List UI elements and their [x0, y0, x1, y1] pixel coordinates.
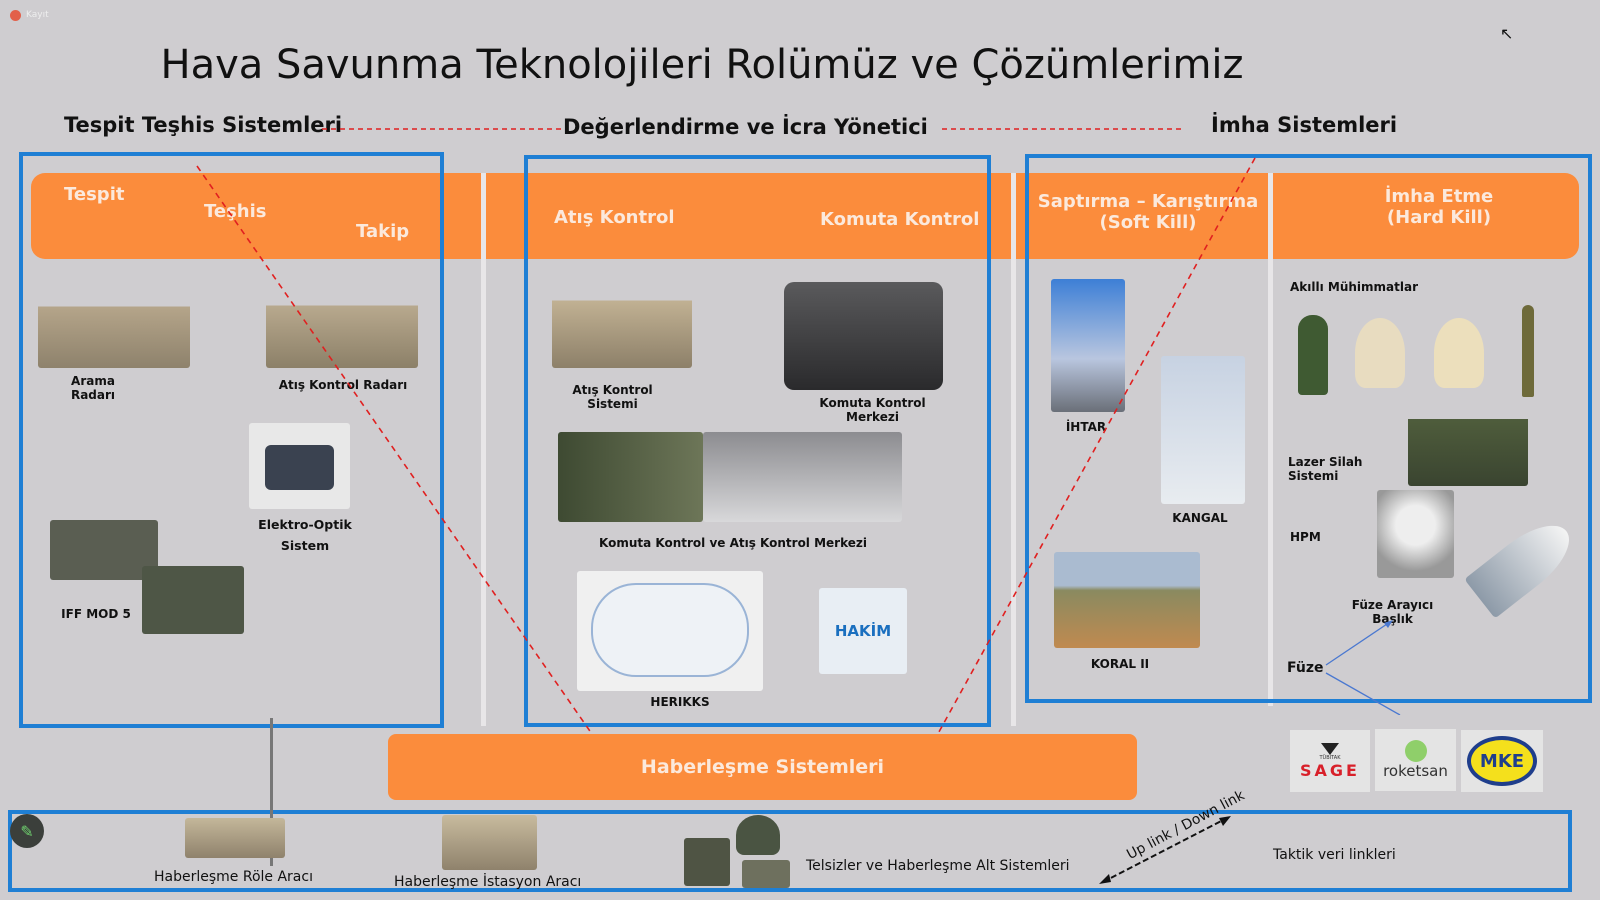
- mke-text: MKE: [1467, 736, 1537, 786]
- sage-emblem-icon: [1321, 742, 1339, 755]
- kangal-label: KANGAL: [1172, 511, 1228, 525]
- role-araci-label: Haberleşme Röle Aracı: [154, 869, 313, 885]
- band-hard-kill: İmha Etme(Hard Kill): [1274, 186, 1600, 228]
- akilli-muhimmatlar-label: Akıllı Mühimmatlar: [1290, 280, 1419, 294]
- atis-kontrol-radari-label: Atış Kontrol Radarı: [278, 378, 408, 392]
- kangal-image: [1161, 356, 1245, 504]
- antenna-mast: [270, 718, 273, 866]
- band-soft-kill: Saptırma – Karıştırma(Soft Kill): [1030, 191, 1266, 233]
- hpm-image: [1377, 490, 1454, 578]
- munition-image: [1522, 305, 1534, 397]
- atis-kontrol-sistemi-image: [552, 278, 692, 368]
- band-soft-kill-line2: (Soft Kill): [1099, 212, 1197, 233]
- arama-radari-label: Arama Radarı: [70, 374, 116, 402]
- band-hard-kill-line1: İmha Etme: [1384, 186, 1494, 207]
- mouse-cursor-icon: ↖: [1500, 24, 1514, 43]
- comms-box: [8, 810, 1572, 892]
- band-soft-kill-line1: Saptırma – Karıştırma: [1037, 191, 1259, 212]
- section-destruction: İmha Sistemleri: [1211, 113, 1398, 137]
- munition-image: [1434, 318, 1484, 388]
- eo-line2: Sistem: [280, 538, 330, 553]
- ihtar-image: [1051, 279, 1125, 412]
- radio-handset-image: [742, 860, 790, 888]
- taktik-veri-label: Taktik veri linkleri: [1273, 847, 1396, 863]
- iff-device-image-2: [142, 566, 244, 634]
- sage-top-text: TÜBİTAK: [1319, 754, 1341, 761]
- command-box: [524, 155, 991, 727]
- munition-image: [1355, 318, 1405, 388]
- divider: [1268, 173, 1273, 706]
- mke-logo: MKE: [1461, 730, 1543, 792]
- band-teshis: Teşhis: [204, 201, 267, 222]
- band-atis-kontrol: Atış Kontrol: [554, 207, 675, 228]
- destruction-box: [1025, 154, 1592, 703]
- lazer-silah-image: [1408, 402, 1528, 486]
- istasyon-araci-image: [442, 815, 537, 870]
- herikks-label: HERIKKS: [650, 695, 710, 709]
- fuze-label: Füze: [1287, 660, 1324, 676]
- role-araci-image: [185, 818, 285, 858]
- uplink-arrow: [1099, 816, 1231, 884]
- telsiz-label: Telsizler ve Haberleşme Alt Sistemleri: [806, 858, 1070, 874]
- page-title: Hava Savunma Teknolojileri Rolümüz ve Çö…: [160, 42, 1244, 88]
- komuta-atis-center-image: [703, 432, 902, 522]
- komuta-kontrol-merkezi-image: [784, 282, 943, 390]
- sage-logo: TÜBİTAK SAGE: [1290, 730, 1370, 792]
- sage-text: SAGE: [1300, 760, 1360, 780]
- section-command: Değerlendirme ve İcra Yönetici: [563, 115, 928, 139]
- pen-tool-button[interactable]: ✎: [10, 814, 44, 848]
- category-band: [31, 173, 1579, 259]
- lazer-silah-label: Lazer Silah Sistemi: [1288, 455, 1363, 483]
- band-hard-kill-line2: (Hard Kill): [1386, 207, 1492, 228]
- herikks-image: [577, 571, 763, 691]
- atis-kontrol-radari-image: [266, 272, 418, 368]
- atis-kontrol-sistemi-label: Atış Kontrol Sistemi: [572, 383, 653, 411]
- divider: [481, 173, 486, 726]
- hakim-logo-text: HAKİM: [834, 622, 892, 640]
- helmet-image: [736, 815, 780, 855]
- arama-radari-image: [38, 280, 190, 368]
- ihtar-label: İHTAR: [1065, 420, 1107, 434]
- roketsan-globe-icon: [1404, 740, 1427, 762]
- roketsan-text: roketsan: [1383, 762, 1448, 780]
- hakim-logo: HAKİM: [819, 588, 907, 674]
- komuta-kontrol-merkezi-label: Komuta Kontrol Merkezi: [819, 396, 926, 424]
- band-takip: Takip: [356, 221, 410, 242]
- istasyon-araci-label: Haberleşme İstasyon Aracı: [394, 874, 582, 890]
- komuta-atis-truck-image: [558, 432, 703, 522]
- roketsan-logo: roketsan: [1375, 729, 1456, 791]
- koral-image: [1054, 552, 1200, 648]
- recording-label: Kayıt: [26, 10, 49, 20]
- band-tespit: Tespit: [64, 184, 125, 205]
- hpm-label: HPM: [1290, 530, 1321, 544]
- fuze-arayici-label: Füze Arayıcı Başlık: [1351, 598, 1434, 626]
- radio-image: [684, 838, 730, 886]
- elektro-optik-image: [249, 423, 350, 509]
- recording-indicator-icon: [10, 10, 21, 21]
- munition-image: [1298, 315, 1328, 395]
- haberlesme-title: Haberleşme Sistemleri: [640, 756, 885, 778]
- haberlesme-bar: Haberleşme Sistemleri: [388, 734, 1137, 800]
- fuze-arrows: [1325, 620, 1401, 715]
- komuta-atis-label: Komuta Kontrol ve Atış Kontrol Merkezi: [598, 536, 867, 550]
- detection-box: [19, 152, 444, 728]
- eo-line1: Elektro-Optik: [258, 517, 352, 532]
- divider: [1011, 173, 1016, 726]
- koral-label: KORAL II: [1090, 657, 1150, 671]
- band-komuta-kontrol: Komuta Kontrol: [820, 209, 980, 230]
- iff-label: IFF MOD 5: [61, 607, 131, 621]
- section-detection: Tespit Teşhis Sistemleri: [64, 113, 343, 137]
- iff-device-image: [50, 520, 158, 580]
